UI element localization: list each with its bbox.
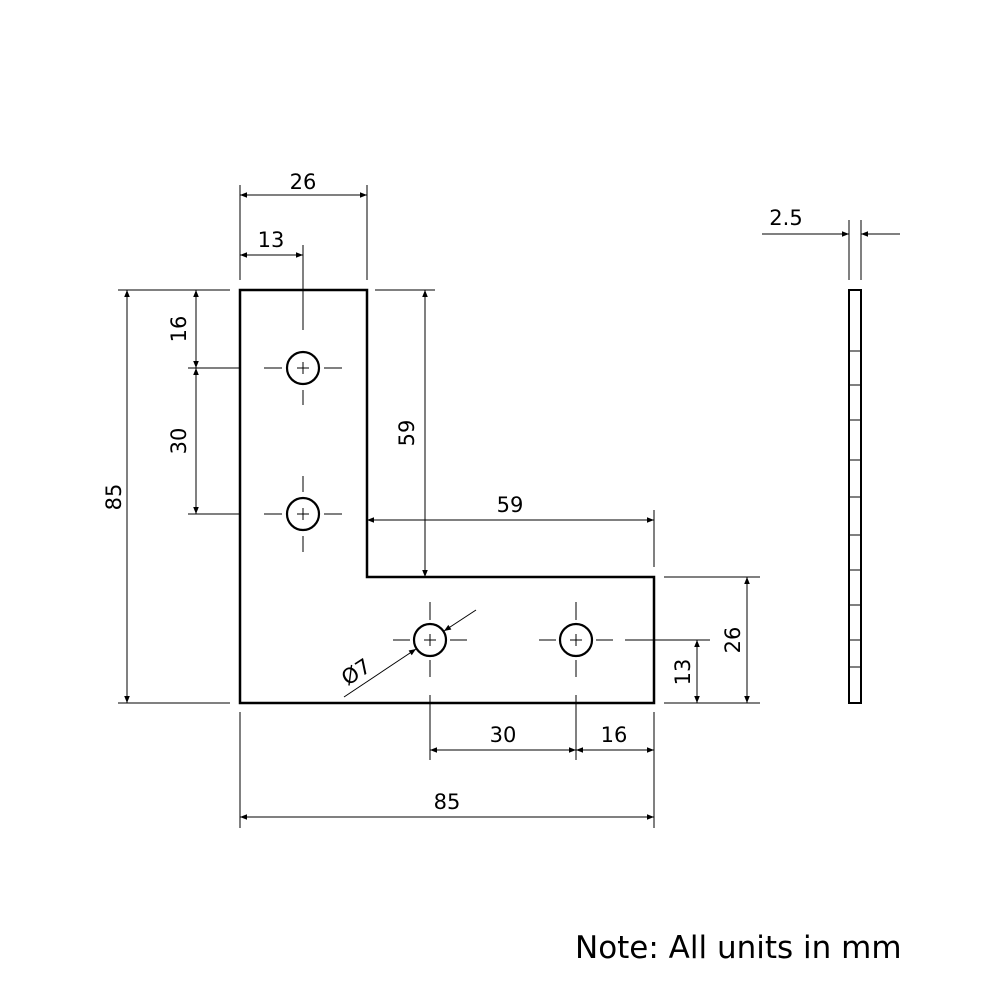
units-note: Note: All units in mm — [575, 930, 902, 966]
dim-thickness: 2.5 — [769, 206, 802, 230]
side-view — [848, 289, 862, 704]
dim-hole-spacing-vertical: 30 — [167, 428, 191, 455]
dim-top-hole-offset: 13 — [258, 228, 285, 252]
dim-hole-diameter: Ø7 — [337, 654, 375, 690]
dim-overall-height: 85 — [102, 484, 126, 511]
dim-top-width: 26 — [290, 170, 317, 194]
hole — [558, 622, 594, 658]
plate-outline — [238, 288, 656, 705]
hole — [285, 496, 321, 532]
hole — [285, 350, 321, 386]
dim-leg-height: 26 — [721, 627, 745, 654]
centerlines — [188, 245, 710, 760]
dim-hole-row-height: 13 — [671, 659, 695, 686]
dimension-lines — [124, 192, 900, 820]
dim-hole1-from-top: 16 — [167, 316, 191, 343]
holes — [285, 350, 594, 658]
dim-hole-from-right: 16 — [601, 723, 628, 747]
dim-inner-width: 59 — [497, 493, 524, 517]
dim-inner-height: 59 — [395, 420, 419, 447]
dim-hole-spacing-horizontal: 30 — [490, 723, 517, 747]
hole — [412, 622, 448, 658]
dim-overall-width: 85 — [434, 790, 461, 814]
